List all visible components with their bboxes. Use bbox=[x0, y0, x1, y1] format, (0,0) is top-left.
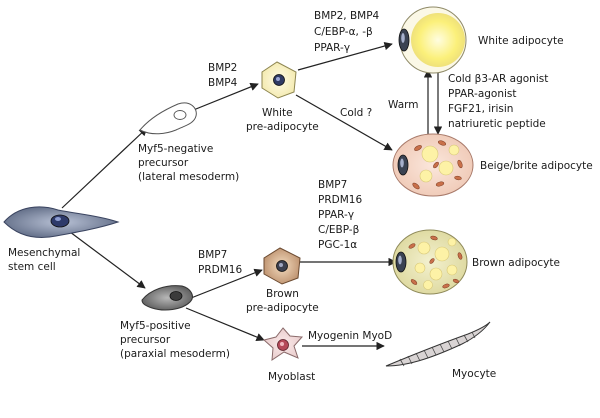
factor-beige-inducer-4: natriuretic peptide bbox=[448, 118, 546, 130]
label-myoblast: Myoblast bbox=[268, 371, 315, 383]
label-brown-adipocyte: Brown adipocyte bbox=[472, 257, 560, 269]
white-adipocyte-cell bbox=[398, 6, 467, 74]
label-myf5-negative-line2: precursor bbox=[138, 157, 189, 169]
factor-white-pre-2: BMP4 bbox=[208, 77, 238, 89]
label-brown-pre-line1: Brown bbox=[266, 288, 299, 300]
arrow-myf5-positive-to-myoblast bbox=[185, 307, 265, 342]
label-myf5-negative-line3: (lateral mesoderm) bbox=[138, 171, 239, 183]
factor-white-adipocyte-3: PPAR-γ bbox=[314, 42, 350, 54]
factor-beige-inducer-2: PPAR-agonist bbox=[448, 88, 517, 100]
factor-white-pre-1: BMP2 bbox=[208, 62, 237, 74]
label-white-adipocyte: White adipocyte bbox=[478, 35, 564, 47]
brown-pre-adipocyte bbox=[263, 247, 301, 285]
factor-beige-inducer-3: FGF21, irisin bbox=[448, 103, 513, 115]
factor-brown-adipocyte-4: C/EBP-β bbox=[318, 224, 359, 236]
arrow-white-pre-to-beige bbox=[295, 94, 393, 151]
label-myocyte: Myocyte bbox=[452, 368, 496, 380]
factor-myocyte: Myogenin MyoD bbox=[308, 330, 392, 342]
label-brown-pre-line2: pre-adipocyte bbox=[246, 302, 319, 314]
factor-brown-adipocyte-3: PPAR-γ bbox=[318, 209, 354, 221]
label-mesenchymal-line2: stem cell bbox=[8, 261, 56, 273]
brown-adipocyte-cell bbox=[392, 229, 468, 295]
label-myf5-positive-line3: (paraxial mesoderm) bbox=[120, 348, 230, 360]
factor-beige-inducer-1: Cold β3-AR agonist bbox=[448, 73, 548, 85]
label-white-pre-line1: White bbox=[262, 107, 293, 119]
factor-brown-adipocyte-2: PRDM16 bbox=[318, 194, 362, 206]
factor-brown-adipocyte-5: PGC-1α bbox=[318, 239, 357, 251]
factor-cold-question: Cold ? bbox=[340, 107, 372, 119]
arrow-myf5-negative-to-white-pre bbox=[185, 82, 259, 114]
factor-white-adipocyte-2: C/EBP-α, -β bbox=[314, 26, 373, 38]
myocyte-cell bbox=[385, 321, 491, 367]
factor-brown-pre-2: PRDM16 bbox=[198, 264, 242, 276]
factor-brown-adipocyte-1: BMP7 bbox=[318, 179, 347, 191]
lineage-arrows bbox=[61, 41, 443, 351]
arrow-white-pre-to-white-adipocyte bbox=[297, 41, 393, 71]
myoblast bbox=[262, 327, 304, 361]
factor-white-adipocyte-1: BMP2, BMP4 bbox=[314, 10, 380, 22]
label-myf5-negative-line1: Myf5-negative bbox=[138, 143, 213, 155]
label-white-pre-line2: pre-adipocyte bbox=[246, 121, 319, 133]
label-mesenchymal-line1: Mesenchymal bbox=[8, 247, 80, 259]
mesenchymal-stem-cell bbox=[3, 206, 120, 238]
myf5-negative-precursor bbox=[139, 102, 197, 135]
factor-labels: BMP2 BMP4 BMP2, BMP4 C/EBP-α, -β PPAR-γ … bbox=[198, 10, 548, 342]
beige-adipocyte-cell bbox=[392, 133, 474, 197]
myf5-positive-precursor bbox=[141, 285, 193, 311]
label-beige-adipocyte: Beige/brite adipocyte bbox=[480, 160, 593, 172]
label-myf5-positive-line2: precursor bbox=[120, 334, 171, 346]
white-pre-adipocyte bbox=[261, 61, 297, 99]
label-myf5-positive-line1: Myf5-positive bbox=[120, 320, 191, 332]
arrow-myf5-positive-to-brown-pre bbox=[185, 268, 263, 301]
cell-labels: Mesenchymal stem cell Myf5-negative prec… bbox=[8, 35, 593, 383]
arrow-stem-to-myf5-positive bbox=[61, 225, 146, 289]
factor-brown-pre-1: BMP7 bbox=[198, 249, 227, 261]
arrow-stem-to-myf5-negative bbox=[61, 127, 148, 209]
factor-warm: Warm bbox=[388, 99, 419, 111]
